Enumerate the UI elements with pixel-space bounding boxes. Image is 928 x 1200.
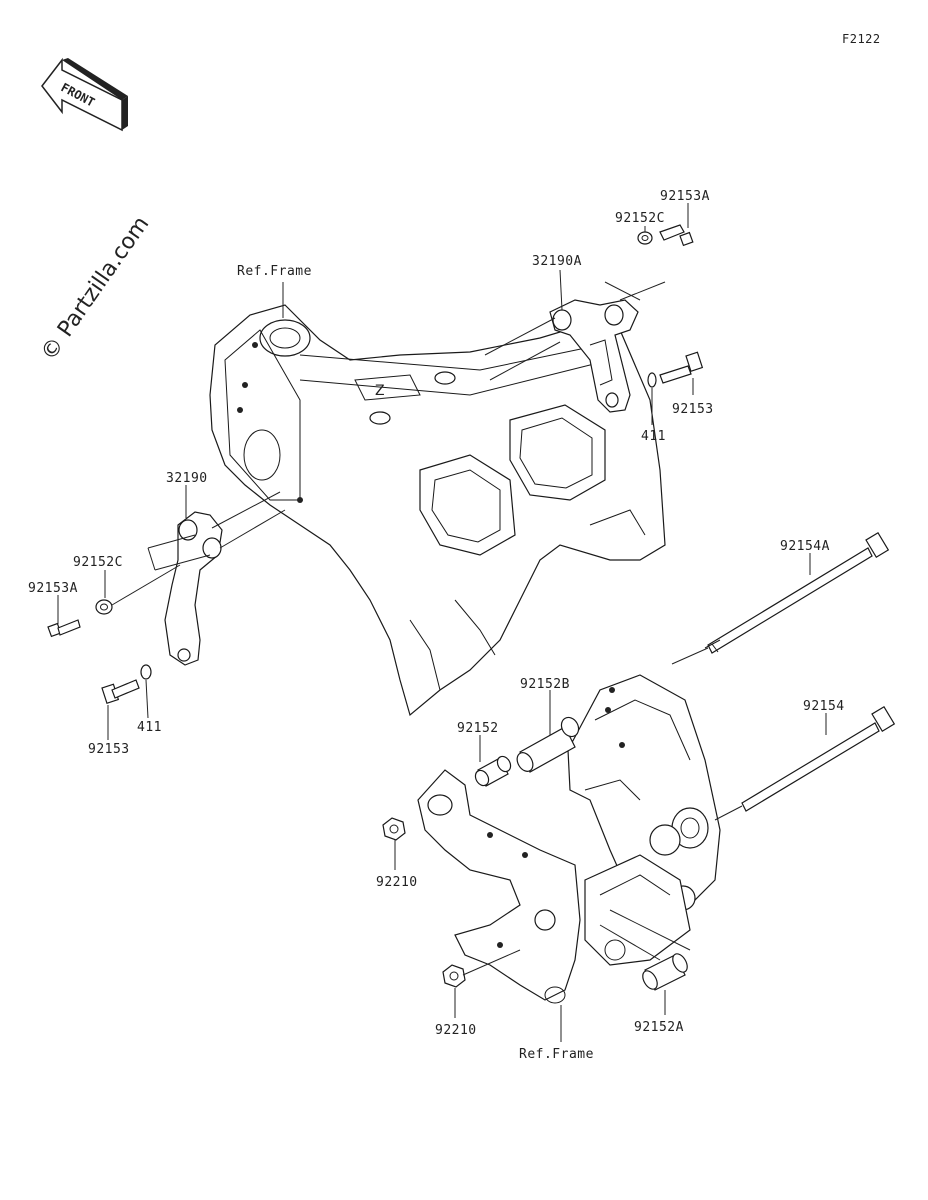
label-92153a-right: 92153A	[660, 189, 710, 204]
ref-frame-label-top: Ref.Frame	[237, 264, 312, 279]
label-92153-right: 92153	[672, 402, 714, 417]
bolt-92153a-right	[659, 224, 694, 247]
label-92210-upper: 92210	[376, 875, 418, 890]
washer-411-right	[647, 372, 657, 388]
bolt-92153-left	[101, 679, 140, 704]
collar-92152b	[516, 716, 580, 773]
engine-bracket-32190	[164, 511, 223, 666]
ref-frame-label-bottom: Ref.Frame	[519, 1047, 594, 1062]
label-92152a: 92152A	[634, 1020, 684, 1035]
washer-411-left	[140, 664, 152, 680]
watermark-text: © Partzilla.com	[36, 212, 154, 365]
collar-92152c-right	[637, 231, 653, 245]
label-92153a-left: 92153A	[28, 581, 78, 596]
label-92152c-right: 92152C	[615, 211, 665, 226]
bolt-92153a-left	[47, 619, 81, 638]
label-92152c-left: 92152C	[73, 555, 123, 570]
lower-frame-plate	[417, 769, 691, 1004]
label-92210-lower: 92210	[435, 1023, 477, 1038]
svg-text:Z: Z	[375, 383, 385, 399]
label-92152b: 92152B	[520, 677, 570, 692]
label-92152: 92152	[457, 721, 499, 736]
label-32190: 32190	[166, 471, 208, 486]
label-411-right: 411	[641, 429, 666, 444]
part-labels: Ref.Frame 92153A 92152C 32190A 411 92153…	[28, 189, 845, 1062]
long-bolt-92154	[741, 705, 896, 812]
main-frame: Z	[209, 282, 666, 717]
label-32190a: 32190A	[532, 254, 582, 269]
nut-92210-upper	[382, 817, 406, 841]
bolt-92153-right	[659, 351, 704, 384]
collar-92152	[474, 755, 512, 787]
leader-lines	[57, 203, 827, 1042]
label-92153-left: 92153	[88, 742, 130, 757]
label-92154: 92154	[803, 699, 845, 714]
collar-92152c-left	[95, 599, 113, 615]
label-92154a: 92154A	[780, 539, 830, 554]
diagram-code: F2122	[842, 32, 881, 46]
collar-92152a	[642, 953, 688, 991]
nut-92210-lower	[442, 964, 466, 988]
front-arrow-icon: FRONT	[41, 57, 128, 132]
long-bolt-92154a	[704, 531, 890, 654]
label-411-left: 411	[137, 720, 162, 735]
